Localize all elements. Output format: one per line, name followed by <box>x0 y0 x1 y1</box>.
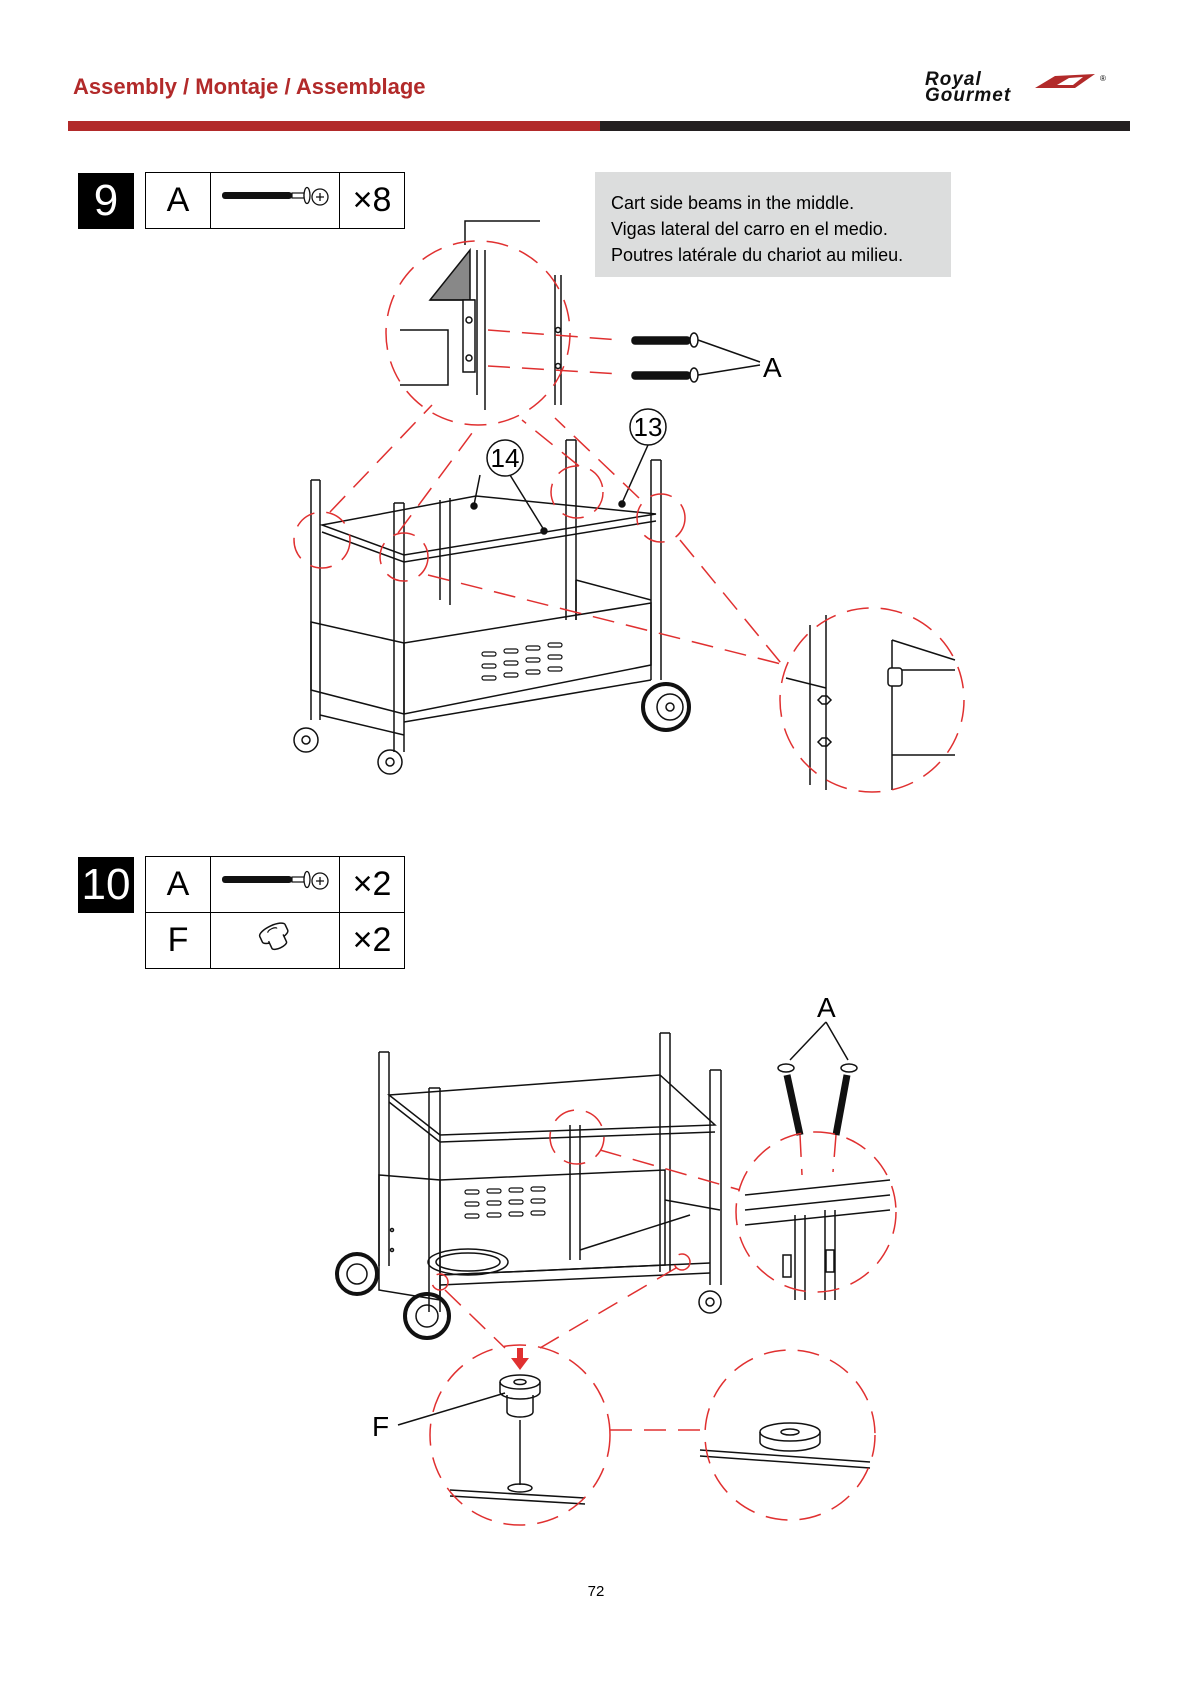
svg-text:13: 13 <box>634 412 663 442</box>
step-9-zoom-detail <box>786 615 955 790</box>
red-down-arrow-icon <box>511 1348 529 1370</box>
step-9-zoom-bracket <box>400 250 561 410</box>
step-10-zoom-detail <box>745 1180 890 1300</box>
step-10-bolts <box>778 1022 857 1135</box>
svg-text:14: 14 <box>491 443 520 473</box>
step-9-label-a: A <box>763 352 782 383</box>
step-9-bolts <box>465 221 760 382</box>
step-10-cart <box>337 1033 721 1338</box>
step-10-label-a: A <box>817 992 836 1023</box>
page-number: 72 <box>0 1583 1192 1600</box>
callout-13: 13 <box>630 409 666 445</box>
step-10-label-f: F <box>372 1411 389 1442</box>
red-dashed-callouts <box>294 241 964 1525</box>
step-10-foot-detail <box>398 1375 870 1504</box>
callout-14: 14 <box>487 440 523 476</box>
